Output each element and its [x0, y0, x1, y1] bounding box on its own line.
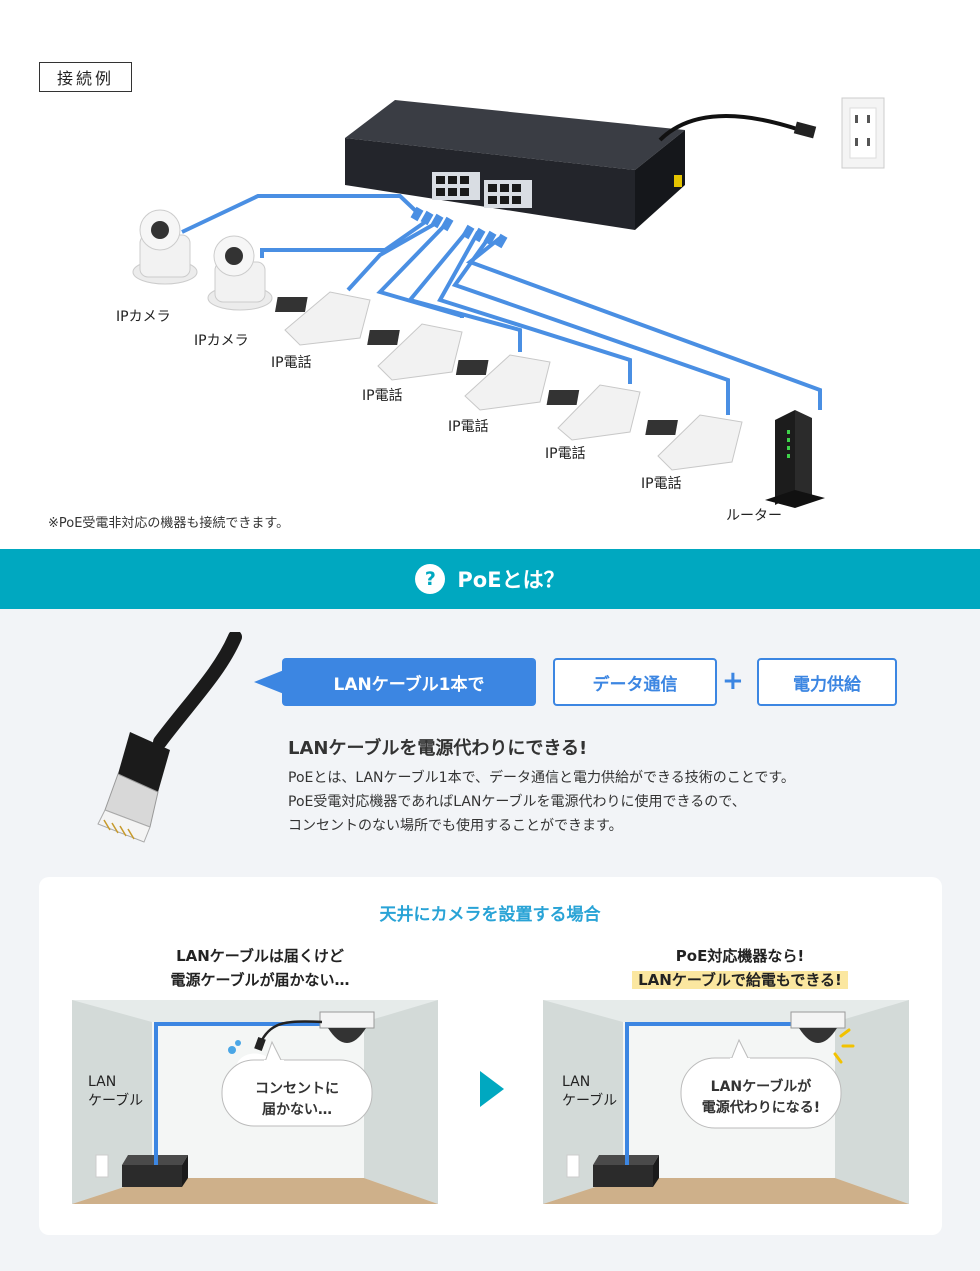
compat-note: ※PoE受電非対応の機器も接続できます。	[48, 516, 290, 531]
router-device	[765, 410, 825, 508]
connectors	[410, 206, 508, 249]
left-bubble: コンセントに 届かない…	[222, 1079, 372, 1121]
label-ip-phone-1: IP電話	[271, 355, 312, 371]
right-room-label-2: ケーブル	[562, 1093, 618, 1109]
left-room-lan-label: LAN ケーブル	[88, 1073, 143, 1111]
pill-pointer	[254, 670, 284, 694]
left-caption-line-2: 電源ケーブルが届かない…	[170, 971, 350, 989]
label-ip-phone-2: IP電話	[362, 388, 403, 404]
ip-camera-2	[207, 235, 273, 311]
poe-switch	[345, 100, 685, 230]
label-ip-camera-1: IPカメラ	[116, 309, 171, 325]
left-bubble-line-1: コンセントに	[255, 1081, 339, 1097]
desc-line-3: コンセントのない場所でも使用することができます。	[288, 818, 623, 834]
desc-line-1: PoEとは、LANケーブル1本で、データ通信と電力供給ができる技術のことです。	[288, 770, 795, 786]
plus-sign: +	[722, 666, 744, 696]
ip-phones	[284, 291, 743, 471]
right-room-lan-label: LAN ケーブル	[562, 1073, 617, 1111]
lan-cables	[181, 194, 822, 415]
connection-diagram	[132, 97, 885, 508]
poe-description: PoEとは、LANケーブル1本で、データ通信と電力供給ができる技術のことです。 …	[288, 766, 795, 838]
power-pill: 電力供給	[757, 658, 897, 706]
left-bubble-line-2: 届かない…	[262, 1102, 332, 1118]
label-ip-phone-4: IP電話	[545, 446, 586, 462]
lan-cable-illustration	[97, 632, 242, 843]
label-ip-phone-5: IP電話	[641, 476, 682, 492]
left-caption: LANケーブルは届くけど 電源ケーブルが届かない…	[120, 944, 400, 992]
data-pill: データ通信	[553, 658, 717, 706]
poe-banner: ? PoEとは？	[0, 549, 980, 609]
right-bubble-line-1: LANケーブルが	[710, 1079, 812, 1095]
poe-banner-title: PoEとは？	[457, 568, 565, 592]
wall-outlet	[841, 97, 885, 169]
poe-headline: LANケーブルを電源代わりにできる!	[288, 738, 588, 759]
left-room	[72, 1000, 438, 1204]
left-caption-line-1: LANケーブルは届くけど	[176, 947, 344, 965]
label-router: ルーター	[726, 508, 782, 524]
left-room-label-2: ケーブル	[88, 1093, 144, 1109]
left-room-label-1: LAN	[88, 1074, 117, 1090]
right-room-label-1: LAN	[562, 1074, 591, 1090]
right-bubble: LANケーブルが 電源代わりになる!	[681, 1077, 841, 1119]
label-ip-phone-3: IP電話	[448, 419, 489, 435]
case-title: 天井にカメラを設置する場合	[379, 905, 601, 925]
lan-pill: LANケーブル1本で	[282, 658, 536, 706]
right-caption: PoE対応機器なら! LANケーブルで給電もできる!	[590, 944, 890, 992]
right-caption-highlight: LANケーブルで給電もできる!	[632, 971, 848, 989]
ip-camera-1	[132, 209, 198, 285]
example-tag: 接続例	[39, 62, 132, 92]
question-icon: ?	[415, 564, 446, 594]
right-room	[543, 1000, 909, 1204]
right-bubble-line-2: 電源代わりになる!	[701, 1100, 821, 1116]
label-ip-camera-2: IPカメラ	[194, 333, 249, 349]
desc-line-2: PoE受電対応機器であればLANケーブルを電源代わりに使用できるので、	[288, 794, 746, 810]
right-caption-line-1: PoE対応機器なら!	[675, 947, 805, 965]
arrow-right-icon	[480, 1071, 504, 1107]
